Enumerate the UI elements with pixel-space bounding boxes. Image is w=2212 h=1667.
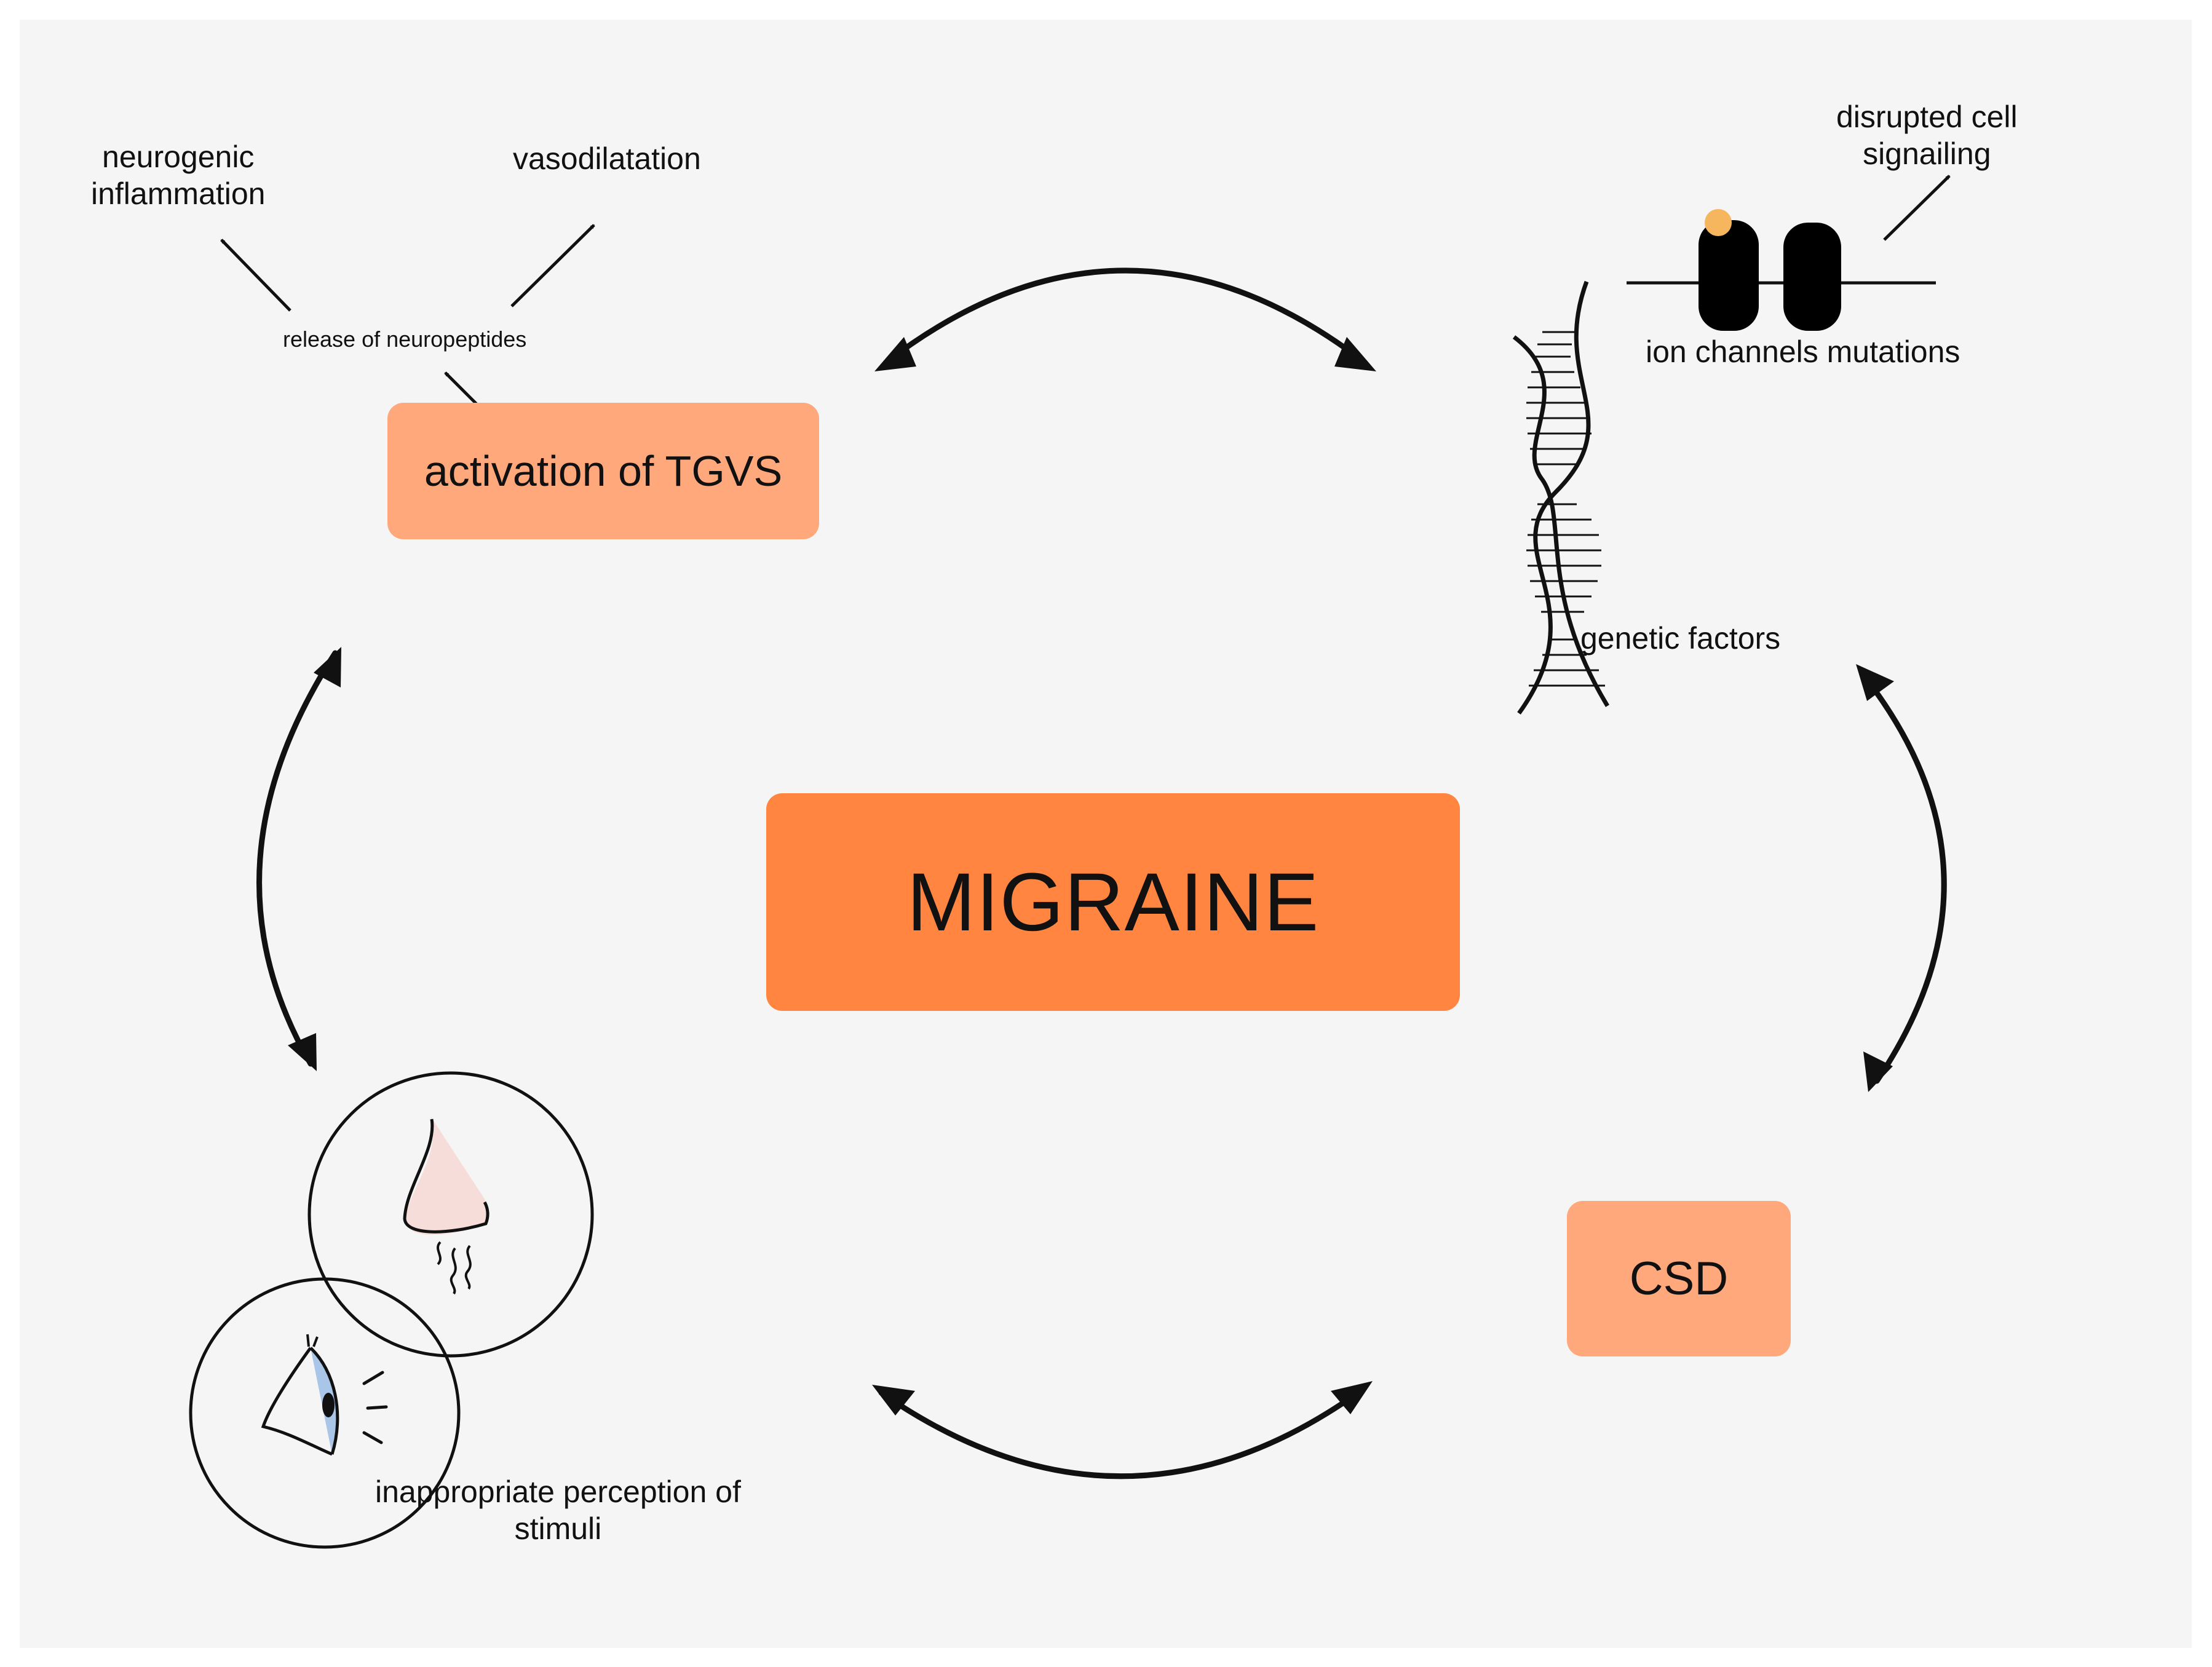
arrowhead	[1334, 337, 1376, 371]
perception-line1: inappropriate perception of	[375, 1475, 741, 1509]
arrowhead	[314, 647, 341, 687]
arrow-neurogenic	[220, 239, 291, 312]
neurogenic-line1: neurogenic	[102, 140, 255, 174]
csd-label: CSD	[1629, 1253, 1729, 1305]
disrupted-line2: signailing	[1863, 137, 1991, 171]
vasodilatation-label: vasodilatation	[513, 141, 701, 176]
smell-stimulus-circle	[307, 1071, 594, 1358]
tgvs-activation-box: activation of TGVS	[387, 403, 819, 539]
arrow-disrupted-signalling	[1883, 175, 1951, 241]
nose-icon	[403, 1116, 490, 1235]
disrupted-line1: disrupted cell	[1836, 100, 2018, 134]
ion-channels-label: ion channels mutations	[1646, 335, 1960, 369]
perception-label: inappropriate perception of stimuli	[375, 1473, 741, 1547]
genetic-factors-label: genetic factors	[1580, 621, 1781, 655]
smell-waves-icon	[437, 1241, 472, 1295]
neurogenic-inflammation-label: neurogenic inflammation	[91, 138, 265, 212]
arrowhead	[288, 1033, 317, 1071]
neurogenic-line2: inflammation	[91, 176, 266, 211]
tgvs-activation-label: activation of TGVS	[424, 447, 783, 495]
migraine-label: MIGRAINE	[906, 856, 1320, 948]
neuropeptides-label: release of neuropeptides	[283, 327, 527, 352]
sight-stimulus-circle	[189, 1277, 461, 1549]
cycle-arrow-left	[256, 650, 338, 1067]
arrowhead	[874, 337, 916, 371]
arrowhead	[1331, 1381, 1373, 1414]
light-rays-icon	[362, 1371, 388, 1444]
dna-helix-icon	[1512, 280, 1609, 715]
arrowhead	[872, 1385, 915, 1416]
perception-line2: stimuli	[514, 1511, 602, 1546]
cycle-arrow-right	[1861, 673, 1947, 1084]
ion-dot	[1705, 209, 1732, 236]
migraine-box: MIGRAINE	[766, 793, 1460, 1011]
arrowhead	[1863, 1051, 1893, 1092]
cycle-arrow-bottom	[878, 1385, 1367, 1479]
cycle-arrow-top	[882, 267, 1368, 366]
arrow-vasodilatation	[510, 224, 595, 307]
arrowhead	[1856, 664, 1894, 701]
eye-icon	[261, 1334, 339, 1456]
disrupted-signalling-label: disrupted cell signailing	[1836, 98, 2018, 172]
ion-channel-icon	[1627, 209, 1936, 331]
csd-box: CSD	[1567, 1201, 1791, 1356]
